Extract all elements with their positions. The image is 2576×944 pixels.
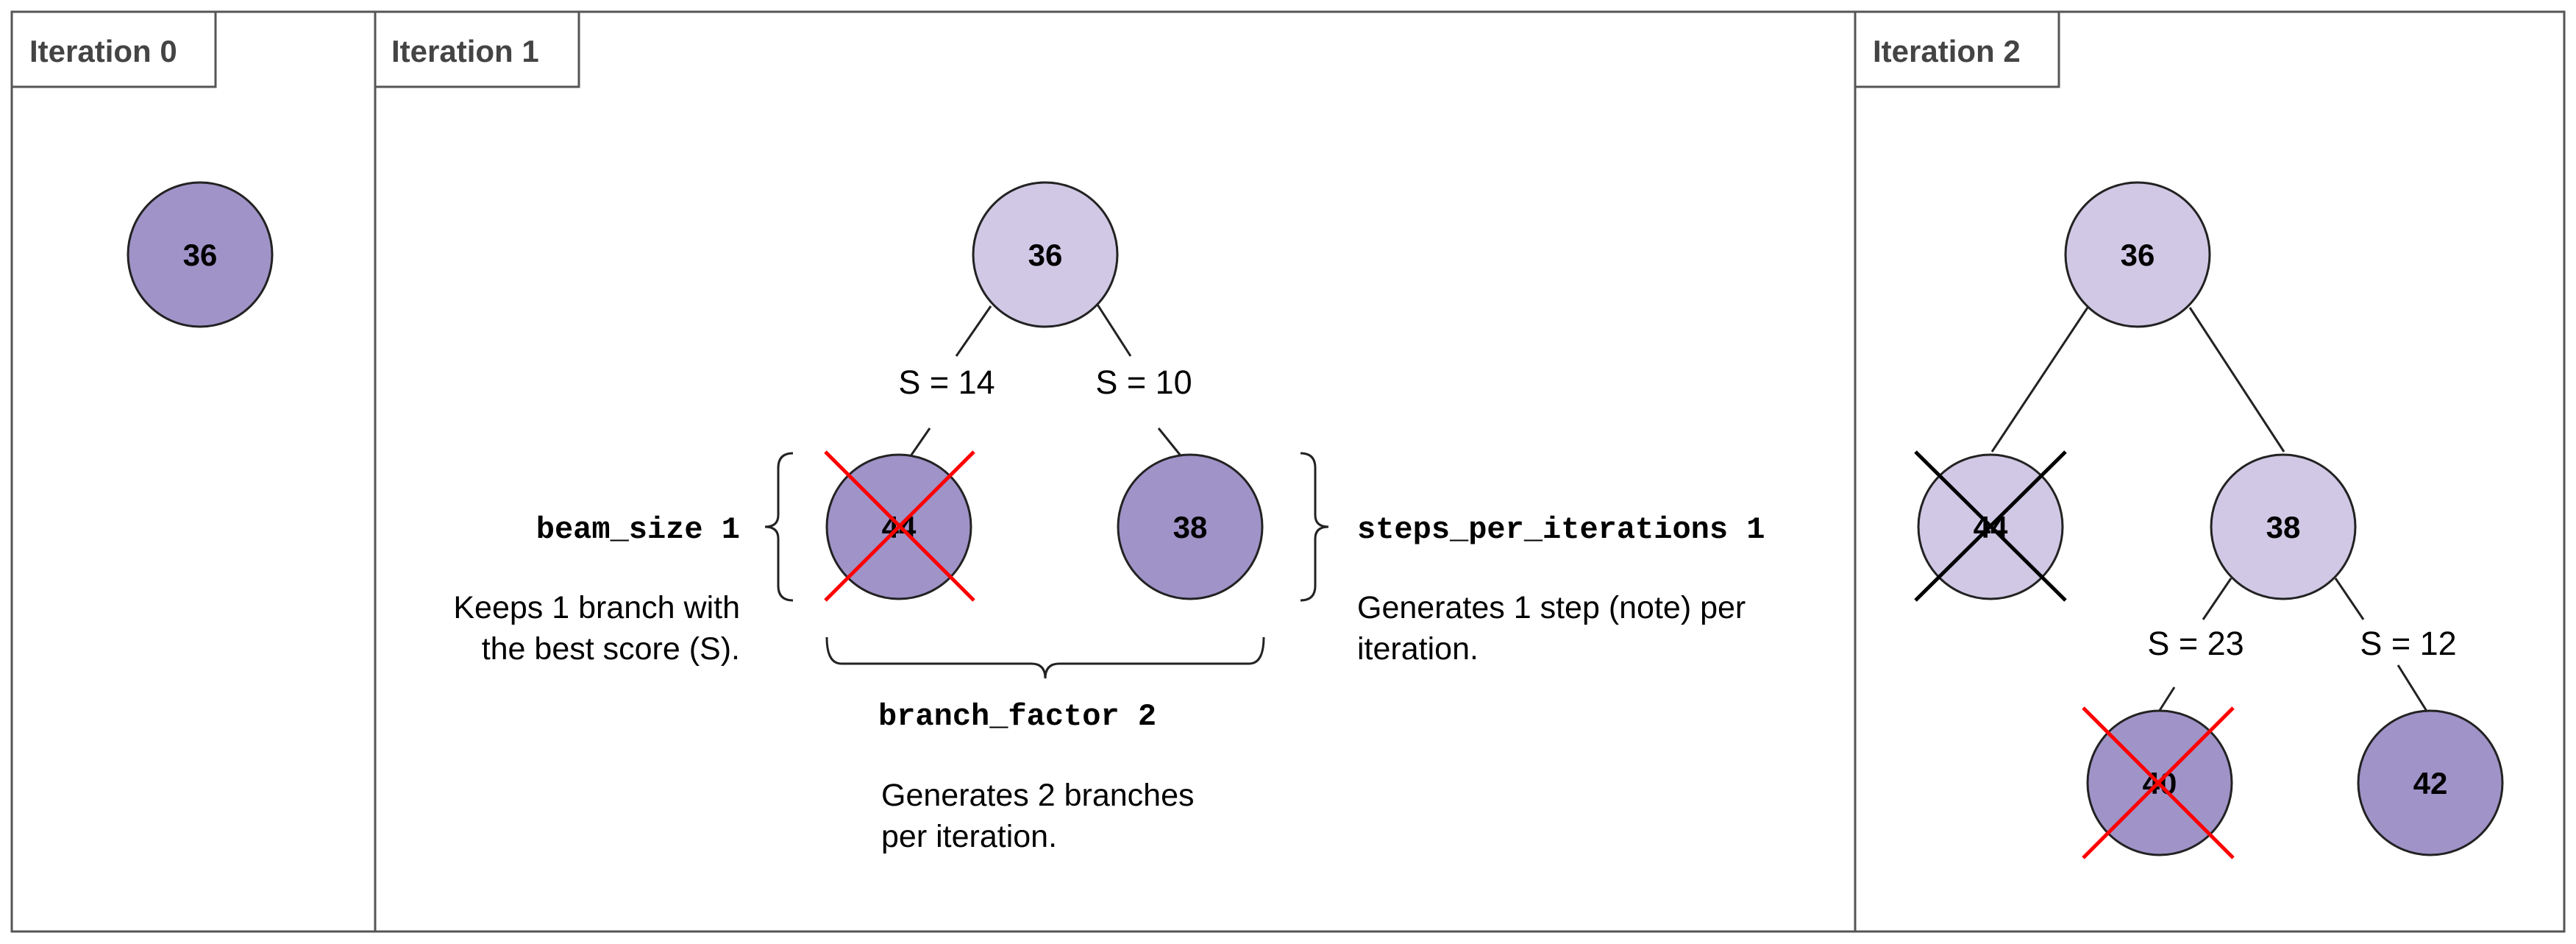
iteration-2-right-score: S = 12 bbox=[2360, 625, 2456, 662]
iteration-2-root-value: 36 bbox=[2121, 238, 2155, 272]
beam-size-desc-line1: Keeps 1 branch with bbox=[453, 590, 740, 625]
iteration-1-left-child-node: 44 bbox=[824, 450, 975, 602]
edge-root-to-score-right bbox=[1096, 304, 1132, 357]
iteration-2-root-node: 36 bbox=[2064, 181, 2211, 328]
iteration-1-right-score: S = 10 bbox=[1095, 363, 1192, 401]
iteration-1-right-child-value: 38 bbox=[1173, 510, 1208, 544]
steps-per-iterations-brace bbox=[1300, 452, 1329, 602]
beam-size-desc-line2: the best score (S). bbox=[482, 631, 740, 667]
iteration-2-grandchild-right-value: 42 bbox=[2413, 766, 2448, 801]
steps-per-iterations-desc-line1: Generates 1 step (note) per bbox=[1357, 590, 1746, 625]
iteration-2-right-child-value: 38 bbox=[2266, 510, 2301, 544]
beam-size-param: beam_size 1 bbox=[536, 512, 740, 547]
edge-root-to-score-left bbox=[955, 305, 992, 357]
tab-iteration-1: Iteration 1 bbox=[374, 10, 580, 88]
iteration-2-right-child-node: 38 bbox=[2210, 453, 2357, 600]
steps-per-iterations-param: steps_per_iterations 1 bbox=[1357, 512, 1765, 547]
tab-iteration-0: Iteration 0 bbox=[10, 10, 217, 88]
pruned-cross-icon bbox=[2082, 706, 2235, 859]
iteration-2-left-score: S = 23 bbox=[2147, 625, 2244, 662]
iteration-1-right-child-node: 38 bbox=[1117, 453, 1264, 600]
iteration-0-root-value: 36 bbox=[183, 238, 218, 272]
pruned-cross-icon bbox=[824, 450, 975, 602]
edge-36-to-44 bbox=[1990, 307, 2089, 453]
branch-factor-param: branch_factor 2 bbox=[878, 699, 1156, 734]
branch-factor-desc-line1: Generates 2 branches bbox=[881, 778, 1195, 813]
iteration-1-root-node: 36 bbox=[972, 181, 1119, 328]
pruned-cross-icon bbox=[1914, 450, 2067, 602]
branch-factor-brace bbox=[825, 636, 1265, 679]
steps-per-iterations-desc-line2: iteration. bbox=[1357, 631, 1479, 667]
edge-score-right-to-42 bbox=[2397, 664, 2429, 713]
iteration-2-grandchild-left-node: 40 bbox=[2082, 706, 2235, 859]
tab-iteration-2-label: Iteration 2 bbox=[1873, 34, 2021, 68]
edge-38-to-score-right bbox=[2334, 578, 2365, 620]
edge-38-to-score-left bbox=[2202, 578, 2232, 620]
branch-factor-desc-line2: per iteration. bbox=[881, 819, 1057, 854]
tab-iteration-2: Iteration 2 bbox=[1854, 10, 2060, 88]
iteration-0-root-node: 36 bbox=[127, 181, 274, 328]
tab-iteration-1-label: Iteration 1 bbox=[391, 34, 539, 68]
beam-size-brace bbox=[764, 452, 794, 602]
edge-36-to-38 bbox=[2188, 307, 2285, 453]
iteration-1-left-score: S = 14 bbox=[898, 363, 995, 401]
iteration-2-grandchild-right-node: 42 bbox=[2357, 709, 2504, 856]
iteration-2-left-child-node: 44 bbox=[1914, 450, 2067, 602]
tab-iteration-0-label: Iteration 0 bbox=[29, 34, 177, 68]
iteration-1-root-value: 36 bbox=[1028, 238, 1063, 272]
